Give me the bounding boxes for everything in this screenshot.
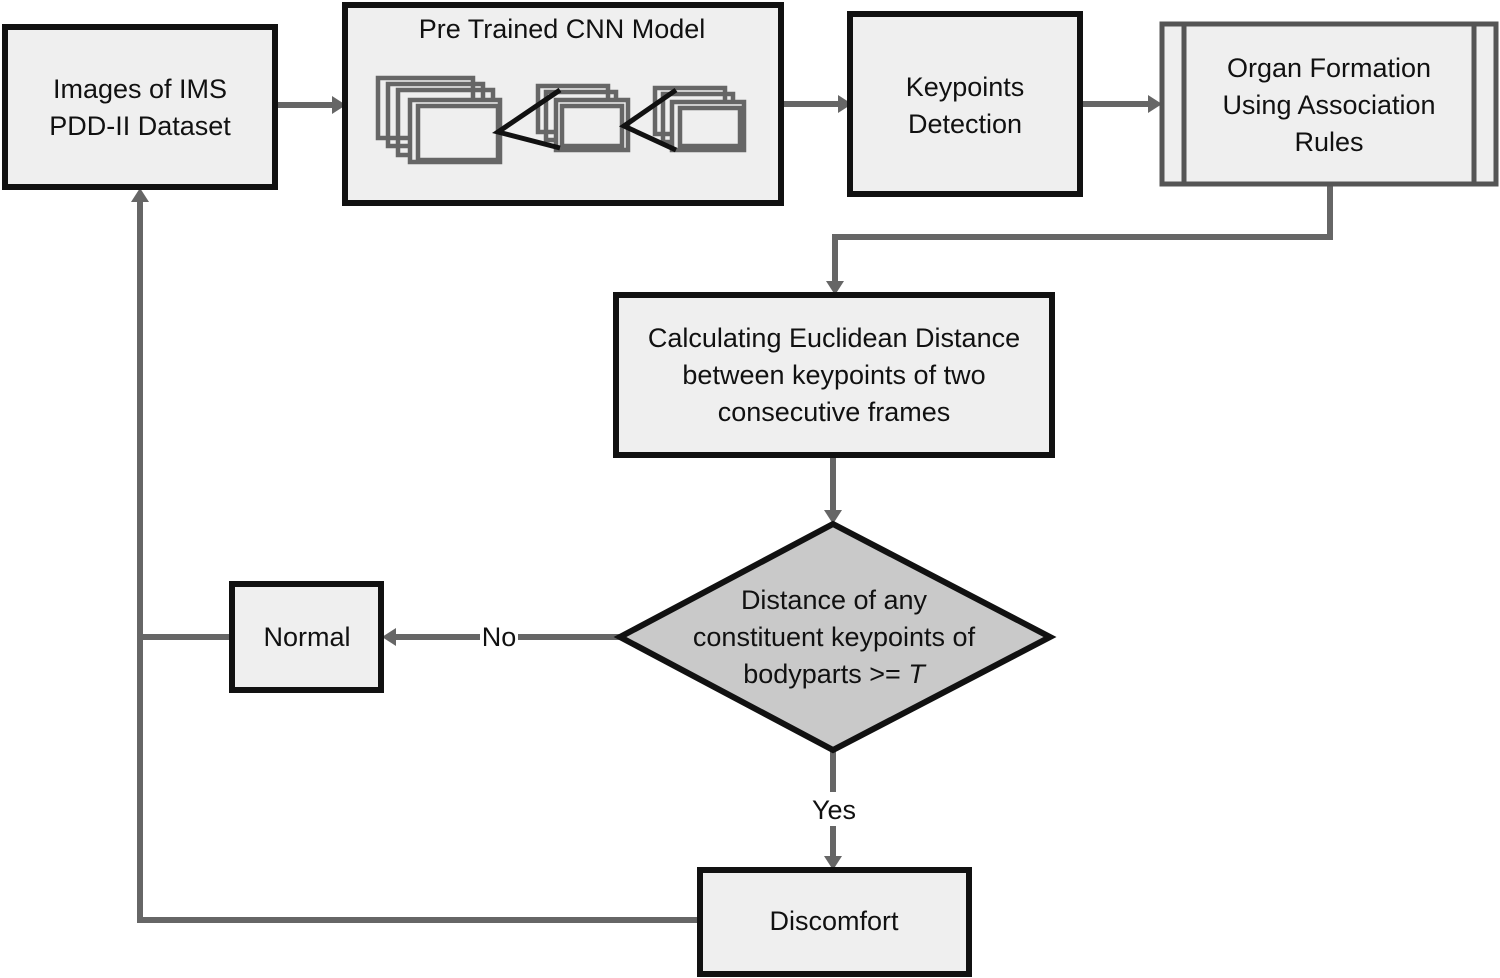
arrow-discomfort-to-dataset (137, 200, 700, 923)
arrowhead (1148, 95, 1162, 113)
normal-node: Normal (229, 581, 384, 693)
arrowhead (838, 95, 852, 113)
euclid-label-line1: Calculating Euclidean Distance (648, 323, 1020, 353)
decision-label-line3-text: bodyparts >= (743, 659, 908, 689)
arrowhead (131, 188, 149, 202)
discomfort-label: Discomfort (769, 906, 899, 936)
organ-node: Organ Formation Using Association Rules (1159, 21, 1499, 187)
organ-label-line1: Organ Formation (1227, 53, 1431, 83)
euclid-label-line2: between keypoints of two (682, 360, 985, 390)
euclid-label-line3: consecutive frames (718, 397, 951, 427)
cnn-title: Pre Trained CNN Model (419, 14, 706, 44)
arrowhead (382, 628, 396, 646)
dataset-node: Images of IMS PDD-II Dataset (2, 24, 278, 190)
cnn-node: Pre Trained CNN Model (342, 2, 784, 206)
dataset-label-line2: PDD-II Dataset (49, 111, 231, 141)
arrowhead (824, 856, 842, 870)
decision-label-line1: Distance of any (741, 585, 928, 615)
arrowhead (332, 96, 346, 114)
connectors (131, 95, 1333, 923)
cnn-layers-icon (375, 75, 747, 165)
normal-label: Normal (263, 622, 350, 652)
keypoints-node: Keypoints Detection (847, 11, 1083, 197)
keypoints-label-line2: Detection (908, 109, 1022, 139)
euclid-node: Calculating Euclidean Distance between k… (613, 292, 1055, 458)
edge-label-yes: Yes (812, 795, 856, 825)
organ-label-line2: Using Association (1222, 90, 1435, 120)
discomfort-node: Discomfort (697, 867, 972, 977)
decision-label-line3: bodyparts >= T (743, 659, 927, 689)
decision-threshold-var: T (908, 659, 927, 689)
dataset-label-line1: Images of IMS (53, 74, 227, 104)
decision-label-line2: constituent keypoints of (693, 622, 976, 652)
organ-label-line3: Rules (1294, 127, 1363, 157)
keypoints-label-line1: Keypoints (906, 72, 1025, 102)
decision-node: Distance of any constituent keypoints of… (613, 520, 1057, 754)
arrowhead (826, 281, 844, 295)
arrow-organ-to-euclid (832, 186, 1333, 283)
arrowhead (824, 510, 842, 524)
edge-label-no: No (482, 622, 517, 652)
